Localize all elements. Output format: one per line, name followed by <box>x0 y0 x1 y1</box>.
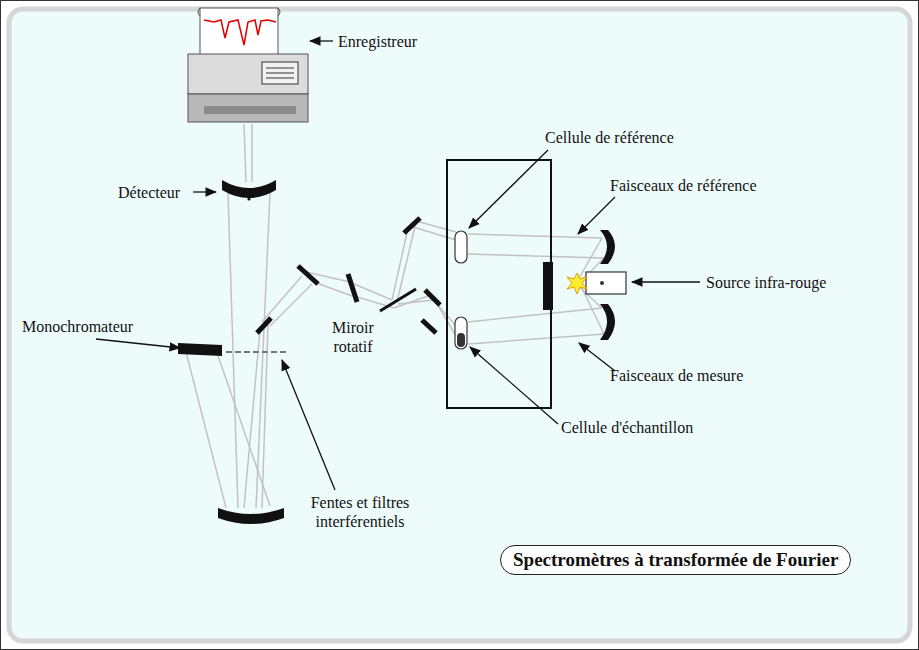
part-label: Détecteur <box>118 183 180 202</box>
source-housing <box>586 272 626 294</box>
concave-mirror <box>218 508 284 524</box>
part-label: Enregistreur <box>338 32 417 51</box>
beam-label: Faisceaux de mesure <box>610 366 743 385</box>
light-beam <box>314 282 352 296</box>
part-label: Cellule d'échantillon <box>561 418 693 437</box>
screen <box>543 262 553 310</box>
reference-cell <box>455 231 467 263</box>
light-beam <box>244 330 260 508</box>
light-beam <box>251 124 253 182</box>
part-label: Cellule de référence <box>545 128 674 147</box>
light-beam <box>398 300 434 304</box>
detector-mirror <box>222 180 276 198</box>
slits <box>226 351 288 353</box>
rotating-mirror <box>380 289 416 311</box>
reference-mirror <box>600 230 615 264</box>
light-beam <box>468 234 602 238</box>
measure-mirror <box>600 304 615 340</box>
sample-cell <box>455 317 467 349</box>
monochromator <box>178 343 222 356</box>
light-beam <box>244 124 246 182</box>
light-beam <box>228 193 238 508</box>
title-box: Spectromètres à transformée de Fourier <box>500 545 851 575</box>
infrared-source <box>567 273 587 294</box>
sample <box>457 333 465 347</box>
light-beam <box>468 308 602 322</box>
part-label: Miroir rotatif <box>322 318 384 356</box>
light-beam <box>186 352 226 508</box>
mirrors <box>257 218 440 333</box>
part-label: Fentes et filtres interférentiels <box>295 493 425 531</box>
light-beam <box>468 334 604 344</box>
light-beam <box>416 221 456 232</box>
part-label: Monochromateur <box>22 317 133 336</box>
leader-lines <box>96 41 700 490</box>
detector-point <box>247 197 250 200</box>
cell-housing <box>447 160 551 408</box>
title: Spectromètres à transformée de Fourier <box>513 549 838 570</box>
beam-label: Faisceaux de référence <box>610 176 757 195</box>
light-beam <box>468 254 604 258</box>
light-beam <box>270 284 312 326</box>
light-beam <box>216 350 270 506</box>
recorder <box>188 8 308 122</box>
part-label: Source infra-rouge <box>706 273 826 292</box>
light-beam <box>410 226 456 240</box>
beams <box>186 124 604 508</box>
panel <box>9 9 910 641</box>
